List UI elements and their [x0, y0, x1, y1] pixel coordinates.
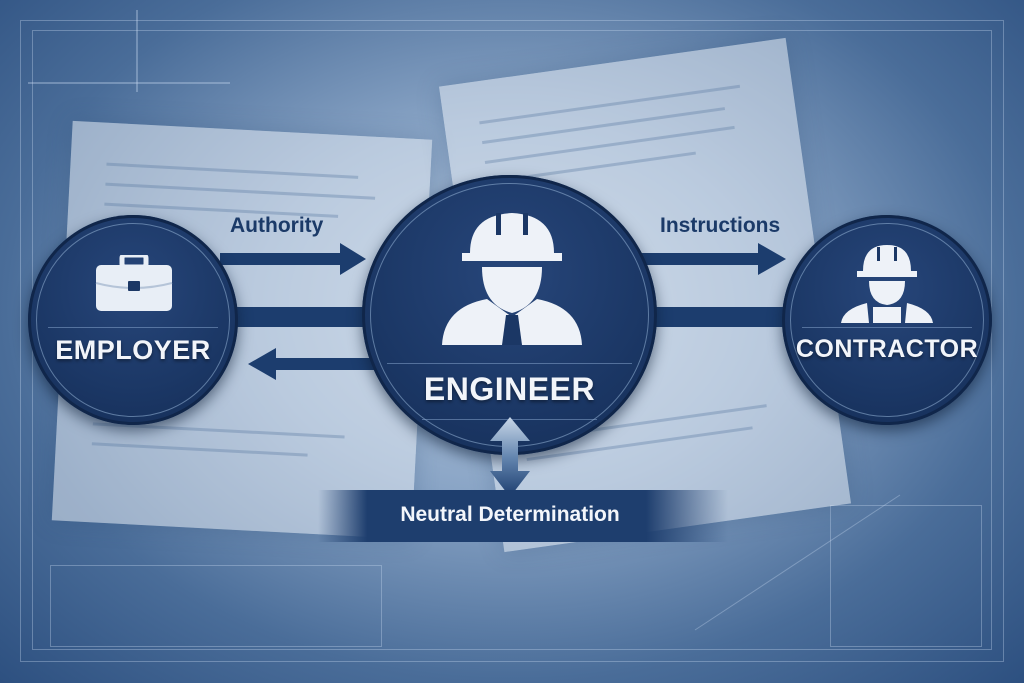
blueprint-schematic	[830, 505, 982, 647]
instructions-arrow-shaft	[640, 253, 760, 265]
neutral-determination-banner: Neutral Determination	[318, 490, 728, 542]
briefcase-icon	[95, 255, 173, 311]
blueprint-outer-frame	[20, 20, 1004, 662]
bidirectional-arrow-icon	[490, 417, 530, 497]
contractor-label: CONTRACTOR	[795, 335, 979, 363]
return-arrow-shaft	[275, 358, 375, 370]
authority-label: Authority	[230, 214, 324, 237]
contractor-node[interactable]: CONTRACTOR	[782, 215, 992, 425]
blueprint-line	[28, 82, 230, 84]
instructions-arrow-head	[758, 243, 786, 275]
blueprint-line	[136, 10, 138, 92]
worker-with-hardhat-icon	[841, 245, 933, 323]
engineer-node[interactable]: ENGINEER	[362, 175, 657, 455]
blueprint-schematic	[50, 565, 382, 647]
blueprint-diagonal	[694, 494, 901, 631]
employer-label: EMPLOYER	[55, 335, 211, 365]
authority-arrow-head	[340, 243, 366, 275]
engineer-contractor-connector	[650, 307, 800, 327]
return-arrow-head	[248, 348, 276, 380]
authority-arrow-shaft	[220, 253, 342, 265]
engineer-with-hardhat-icon	[442, 213, 582, 345]
employer-node[interactable]: EMPLOYER	[28, 215, 238, 425]
engineer-label: ENGINEER	[423, 371, 596, 407]
employer-engineer-connector	[230, 307, 375, 327]
instructions-label: Instructions	[660, 214, 781, 237]
banner-label: Neutral Determination	[400, 503, 620, 526]
